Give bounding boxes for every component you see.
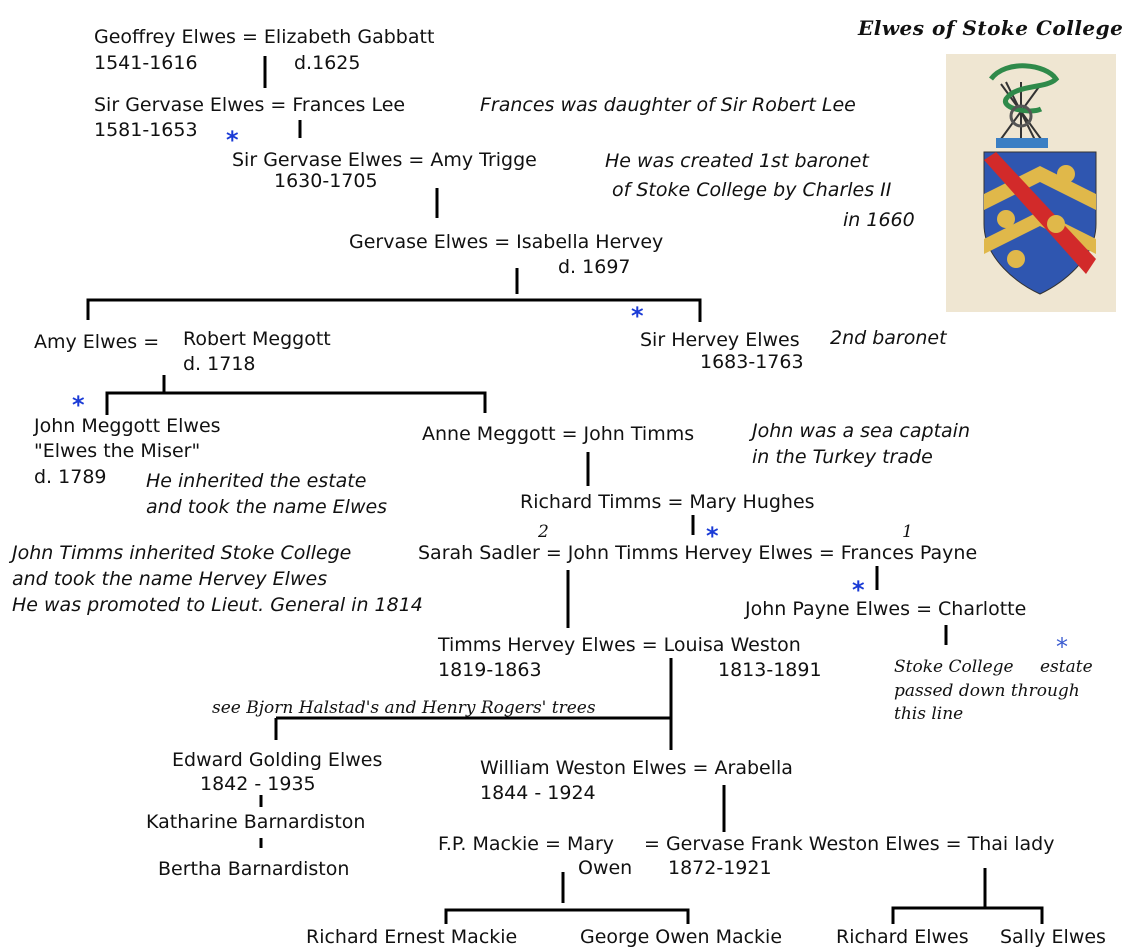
chart-title: Elwes of Stoke College [858,16,1124,40]
note-baronet-1-line1: He was created 1st baronet [605,150,869,172]
person-gervase2-dates: 1630-1705 [274,170,378,192]
coat-of-arms-icon [946,54,1116,312]
note-2nd-baronet: 2nd baronet [830,327,947,349]
note-john-timms-line1: John Timms inherited Stoke College [12,542,352,564]
person-edward-golding-elwes: Edward Golding Elwes [172,749,383,771]
person-sir-gervase-elwes-1: Sir Gervase Elwes = Frances Lee [94,94,406,116]
star-marker: * [706,522,719,550]
person-john-payne-elwes: John Payne Elwes = Charlotte [745,598,1027,620]
person-william-weston-elwes: William Weston Elwes = Arabella [480,757,793,779]
person-geoffrey-elwes: Geoffrey Elwes = Elizabeth Gabbatt [94,26,435,48]
person-john-meggott-elwes: John Meggott Elwes [34,415,221,437]
note-estate-word: estate [1040,657,1093,677]
person-robert-meggott: Robert Meggott [183,328,331,350]
note-estate-line1: Stoke College [894,657,1014,677]
person-anne-meggott: Anne Meggott = John Timms [422,423,695,445]
person-elizabeth-dates: d.1625 [294,52,361,74]
note-john-timms-line3: He was promoted to Lieut. General in 181… [12,594,423,616]
person-sir-hervey-elwes: Sir Hervey Elwes [640,329,800,351]
person-sir-gervase-elwes-2: Sir Gervase Elwes = Amy Trigge [232,149,537,171]
star-marker: * [72,391,85,419]
person-john-timms-hervey-elwes: Sarah Sadler = John Timms Hervey Elwes =… [418,542,978,564]
person-louisa-dates: 1813-1891 [718,659,822,681]
person-john-meggott-dates: d. 1789 [34,466,107,488]
star-marker: * [852,576,865,604]
note-inherited-line1: He inherited the estate [146,470,367,492]
person-isabella-dates: d. 1697 [558,256,631,278]
note-see-trees: see Bjorn Halstad's and Henry Rogers' tr… [212,698,596,718]
person-amy-elwes: Amy Elwes = [34,331,160,353]
person-richard-timms: Richard Timms = Mary Hughes [520,491,815,513]
person-william-dates: 1844 - 1924 [480,782,596,804]
wife-number-1: 1 [902,522,913,542]
person-hervey-dates: 1683-1763 [700,351,804,373]
person-sally-elwes: Sally Elwes [1000,926,1106,948]
person-fp-mackie: F.P. Mackie = Mary [438,833,615,855]
note-baronet-1-line2: of Stoke College by Charles II [612,179,892,201]
note-estate-line3: this line [894,704,964,724]
person-george-owen-mackie: George Owen Mackie [580,926,783,948]
person-john-meggott-nickname: "Elwes the Miser" [34,440,201,462]
person-gervase-elwes-3: Gervase Elwes = Isabella Hervey [349,231,664,253]
person-mary-owen: Owen [578,857,633,879]
note-estate-line2: passed down through [894,681,1080,701]
star-marker: * [631,302,644,330]
person-richard-elwes: Richard Elwes [836,926,969,948]
person-katharine-barnardiston: Katharine Barnardiston [146,811,366,833]
person-gervase-frank-weston-elwes: = Gervase Frank Weston Elwes = Thai lady [644,833,1055,855]
star-marker: * [226,126,239,154]
person-timms-hervey-dates: 1819-1863 [438,659,542,681]
note-frances-lee: Frances was daughter of Sir Robert Lee [480,94,856,116]
note-sea-captain-line1: John was a sea captain [752,420,970,442]
wife-number-2: 2 [538,522,549,542]
person-robert-dates: d. 1718 [183,353,256,375]
person-timms-hervey-elwes: Timms Hervey Elwes = Louisa Weston [438,634,801,656]
star-marker: * [1056,633,1068,661]
person-bertha-barnardiston: Bertha Barnardiston [158,858,350,880]
note-inherited-line2: and took the name Elwes [146,496,388,518]
note-john-timms-line2: and took the name Hervey Elwes [12,568,328,590]
person-geoffrey-dates: 1541-1616 [94,52,198,74]
person-richard-ernest-mackie: Richard Ernest Mackie [306,926,518,948]
person-gervase-frank-dates: 1872-1921 [668,857,772,879]
note-sea-captain-line2: in the Turkey trade [752,446,933,468]
person-edward-dates: 1842 - 1935 [200,773,316,795]
note-baronet-1-line3: in 1660 [843,209,915,231]
person-gervase1-dates: 1581-1653 [94,119,198,141]
